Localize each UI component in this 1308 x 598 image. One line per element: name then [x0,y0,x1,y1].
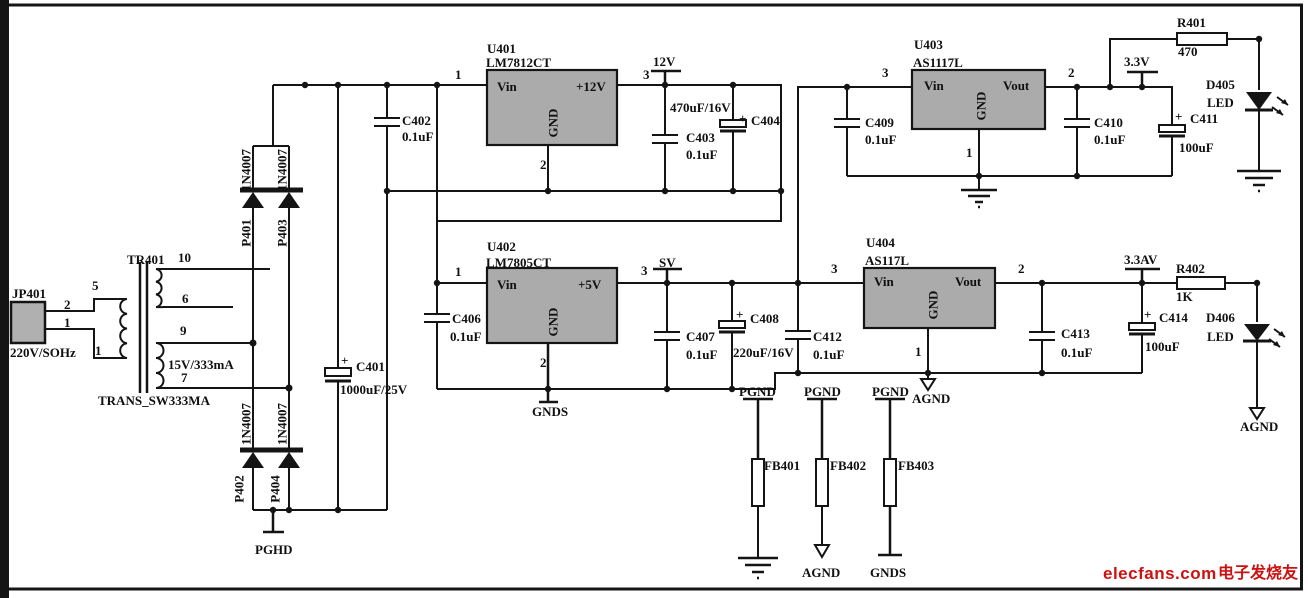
bridge-rectifier [240,85,303,510]
cap-c404 [719,85,747,191]
led-d406 [1243,324,1286,421]
cap-c401 [324,85,352,510]
cap-c409 [834,87,860,176]
u401-regulator [485,68,681,191]
cap-c406 [424,283,450,389]
jp401-connector [9,298,120,359]
cap-c408 [718,283,746,389]
junction-dots [249,35,1263,514]
led-d405 [1237,92,1289,193]
r401-resistor [1109,32,1260,90]
fb401-bead [738,397,778,580]
diode-p401 [242,192,264,208]
cap-c407 [654,283,680,389]
fb402-bead [807,397,837,559]
cap-c412 [785,283,811,373]
cap-c411 [1158,124,1186,176]
u404-regulator [862,266,1177,392]
diode-p402 [242,452,264,468]
u403-regulator [797,68,1173,283]
cap-c403 [652,85,678,191]
cap-c414 [1128,283,1156,373]
tr401-transformer [119,262,289,393]
u402-regulator [437,266,864,404]
fb403-bead [875,397,905,557]
r402-resistor [1176,276,1258,322]
diode-p404 [278,452,300,468]
earth-u403 [961,188,997,209]
diode-p403 [278,192,300,208]
cap-c402 [374,85,400,510]
cap-c413 [1029,283,1055,373]
cap-c410 [1064,87,1090,176]
